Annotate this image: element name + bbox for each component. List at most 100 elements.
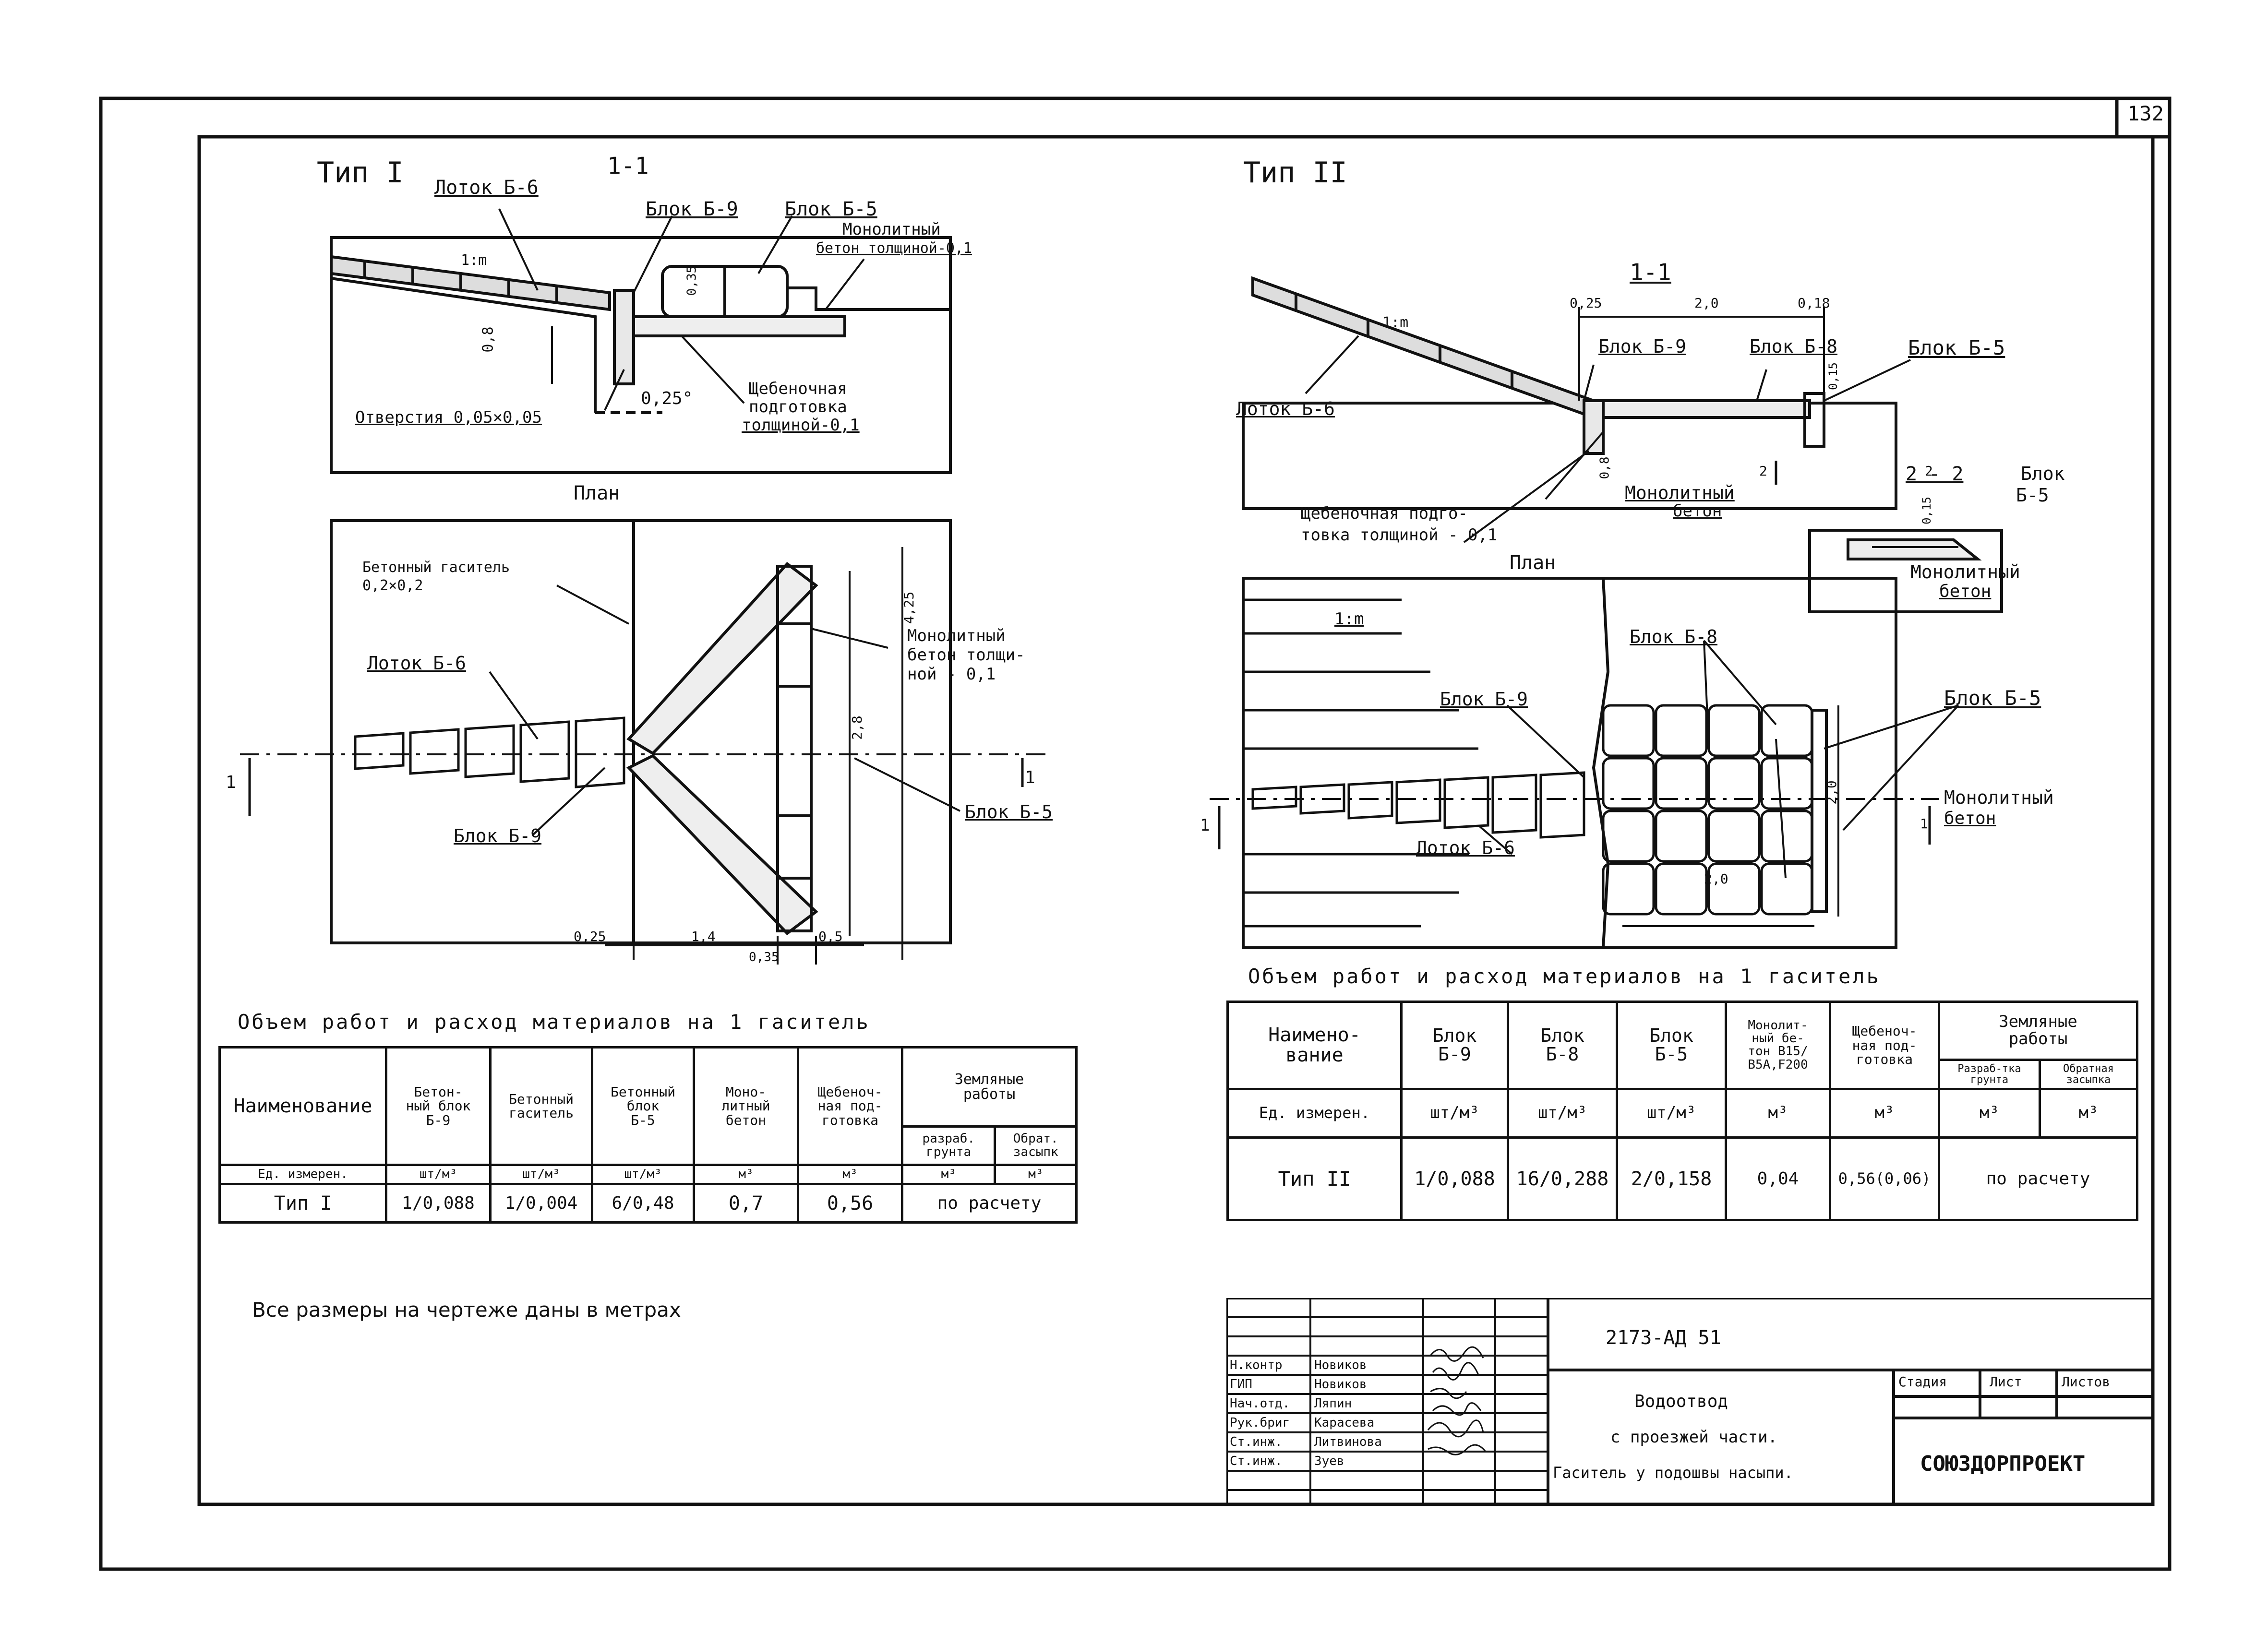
t2-unit-3: м³ <box>1725 1087 1831 1139</box>
person-name: Карасева <box>1314 1416 1375 1430</box>
type1-blok-b5-label: Блок Б-5 <box>785 198 877 220</box>
person-role: Рук.бриг <box>1230 1416 1290 1430</box>
t1-unit-1: шт/м³ <box>489 1164 593 1185</box>
type1-dim-035: 0,35 <box>684 265 699 296</box>
t1-cell-1: 1/0,004 <box>489 1183 593 1224</box>
stage-header-list: Лист <box>1990 1374 2022 1390</box>
type2-cut2-left: 2 <box>1759 463 1767 479</box>
t2-unit-6: м³ <box>2038 1087 2139 1139</box>
type1-plan-dim-035: 0,35 <box>749 950 779 965</box>
type2-gravel-line1: Щебеночная подго- <box>1301 504 1468 523</box>
type1-angle-label: 0,25° <box>641 389 693 408</box>
person-name: Литвинова <box>1314 1435 1382 1449</box>
t1-unit-5: м³ <box>900 1164 996 1185</box>
type1-plan-cut-right: 1 <box>1025 768 1035 787</box>
type2-plan-monolith-line1: Монолитный <box>1944 787 2054 808</box>
t1-cell-2: 6/0,48 <box>591 1183 695 1224</box>
type2-plan-blok-b8: Блок Б-8 <box>1630 626 1718 647</box>
outer-frame <box>99 96 2172 1571</box>
type2-plan-monolith-line2: бетон <box>1944 809 1996 828</box>
type2-section-label: 1-1 <box>1630 259 1671 286</box>
t2-cell-2: 2/0,158 <box>1616 1136 1727 1221</box>
type2-monolith-line1: Монолитный <box>1625 482 1735 503</box>
t2-cell-1: 16/0,288 <box>1507 1136 1618 1221</box>
type1-table-caption: Объем работ и расход материалов на 1 гас… <box>238 1010 870 1034</box>
type2-blok-b8: Блок Б-8 <box>1750 336 1838 357</box>
type1-title: Тип I <box>317 156 404 190</box>
t1-h-name: Наименование <box>218 1046 387 1166</box>
stage-header-listov: Листов <box>2062 1374 2111 1390</box>
t2-h-gravel: Щебеноч-ная под-готовка <box>1829 1001 1940 1090</box>
type1-plan-gasitel-line1: Бетонный гаситель <box>362 559 510 576</box>
type2-table-caption: Объем работ и расход материалов на 1 гас… <box>1248 965 1881 988</box>
type1-plan-blok-b9: Блок Б-9 <box>454 825 542 846</box>
t1-unit-4: м³ <box>797 1164 903 1185</box>
type1-monolith-line1: Монолитный <box>842 220 941 239</box>
type2-plan-dim-20h: 2,0 <box>1704 871 1728 887</box>
signatures <box>1427 1346 1487 1455</box>
type1-gravel-line2: подготовка <box>749 397 847 417</box>
type1-gravel-line3: толщиной-0,1 <box>742 416 860 435</box>
person-role: Ст.инж. <box>1230 1454 1283 1468</box>
sheet-number: 132 <box>2127 102 2164 125</box>
type2-blok-b9: Блок Б-9 <box>1598 336 1687 357</box>
type2-sec2-blok-line2: Б-5 <box>2016 485 2049 506</box>
t1-h-gravel: Щебеноч-ная под-готовка <box>797 1046 903 1166</box>
type2-section-2-2-drawing <box>1808 529 2003 613</box>
type2-blok-b5: Блок Б-5 <box>1908 336 2005 359</box>
type2-plan-dim-20v: 2,0 <box>1823 780 1839 805</box>
t2-h-obr: Обратная засыпка <box>2038 1059 2139 1090</box>
type2-cut2-right: 2 <box>1925 463 1933 479</box>
type2-sec2-dim: 0,15 <box>1920 497 1933 524</box>
t1-h-obr: Обрат.засыпк <box>994 1125 1078 1166</box>
table-row: Тип I 1/0,088 1/0,004 6/0,48 0,7 0,56 по… <box>218 1183 1078 1224</box>
type2-monolith-line2: бетон <box>1673 501 1722 521</box>
t2-unit-4: м³ <box>1829 1087 1940 1139</box>
title-block <box>1226 1298 2153 1504</box>
t1-row-label: Тип I <box>218 1183 387 1224</box>
type1-plan-title: План <box>574 482 620 504</box>
title-line2: с проезжей части. <box>1610 1428 1777 1447</box>
type2-slope: 1:m <box>1382 314 1409 331</box>
t2-cell-5: по расчету <box>1938 1136 2138 1221</box>
inner-frame <box>197 135 2155 1506</box>
type2-dim-015: 0,15 <box>1826 362 1840 390</box>
person-role: Нач.отд. <box>1230 1396 1290 1411</box>
type1-blok-b9-label: Блок Б-9 <box>646 198 738 220</box>
type2-dim-025: 0,25 <box>1570 295 1602 311</box>
type2-plan-blok-b5: Блок Б-5 <box>1944 686 2041 710</box>
person-name: Новиков <box>1314 1377 1367 1392</box>
t2-unit-0: шт/м³ <box>1400 1087 1509 1139</box>
type1-section-label: 1-1 <box>607 153 649 179</box>
type1-section-drawing <box>330 208 952 474</box>
t2-h-name: Наимено-вание <box>1226 1001 1403 1090</box>
t1-cell-5: по расчету <box>901 1183 1078 1224</box>
person-name: Новиков <box>1314 1358 1367 1372</box>
type2-gravel-line2: товка толщиной - 0,1 <box>1301 525 1498 545</box>
type2-plan-drawing <box>1210 577 1959 949</box>
t1-cell-4: 0,56 <box>797 1183 903 1224</box>
t1-cell-3: 0,7 <box>693 1183 799 1224</box>
type1-otverstia-label: Отверстия 0,05×0,05 <box>355 408 542 427</box>
t1-cell-0: 1/0,088 <box>385 1183 492 1224</box>
t1-units-label: Ед. измерен. <box>218 1164 387 1185</box>
t2-unit-1: шт/м³ <box>1507 1087 1618 1139</box>
sheet-number-box <box>2115 96 2172 139</box>
doc-code: 2173-АД 51 <box>1606 1327 1721 1349</box>
t2-cell-3: 0,04 <box>1725 1136 1831 1221</box>
type2-title: Тип II <box>1243 156 1347 190</box>
t1-unit-6: м³ <box>994 1164 1078 1185</box>
type2-dim-018: 0,18 <box>1798 295 1830 311</box>
person-name: Зуев <box>1314 1454 1344 1468</box>
type1-plan-dim-28: 2,8 <box>849 715 865 740</box>
dimensions-note: Все размеры на чертеже даны в метрах <box>252 1298 681 1322</box>
type1-gravel-line1: Щебеночная <box>749 379 847 398</box>
type2-plan-lotok-b6: Лоток Б-6 <box>1416 837 1515 858</box>
